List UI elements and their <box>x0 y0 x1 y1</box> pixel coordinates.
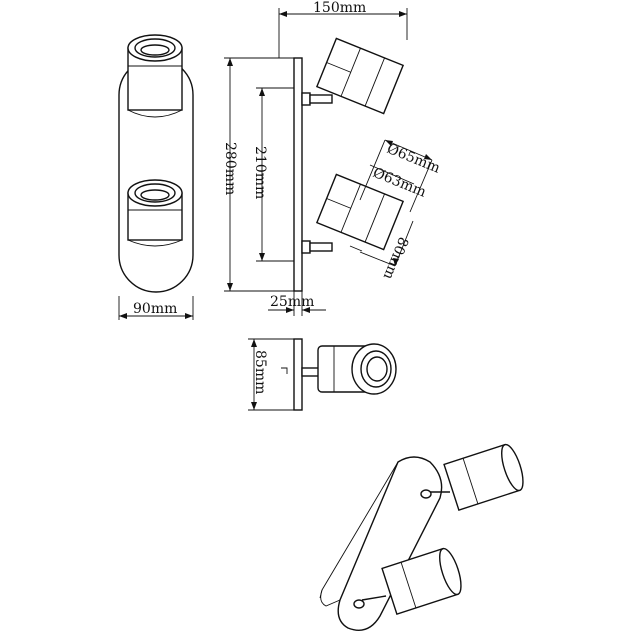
depth-side-label: 85mm <box>252 350 268 394</box>
front-upper-head <box>127 34 183 118</box>
perspective-lower-head <box>361 547 462 615</box>
top-wall-plate <box>293 338 303 411</box>
side-wall-plate <box>293 57 303 292</box>
perspective-upper-head <box>430 443 524 511</box>
side-view: 150mm 280mm 210mm <box>222 0 442 316</box>
height-total-label: 280mm <box>222 142 238 195</box>
perspective-plate <box>337 456 443 631</box>
depth-plate-label: 25mm <box>270 294 314 310</box>
front-lower-head <box>127 179 183 247</box>
top-view: 85mm <box>248 338 397 411</box>
overall-width-label: 150mm <box>313 0 366 16</box>
height-plate-label: 210mm <box>252 146 268 199</box>
perspective-view <box>319 443 524 631</box>
front-view: 90mm <box>118 34 194 320</box>
width-front-label: 90mm <box>133 301 177 317</box>
side-lower-spot <box>301 173 405 254</box>
side-upper-spot <box>301 37 405 115</box>
